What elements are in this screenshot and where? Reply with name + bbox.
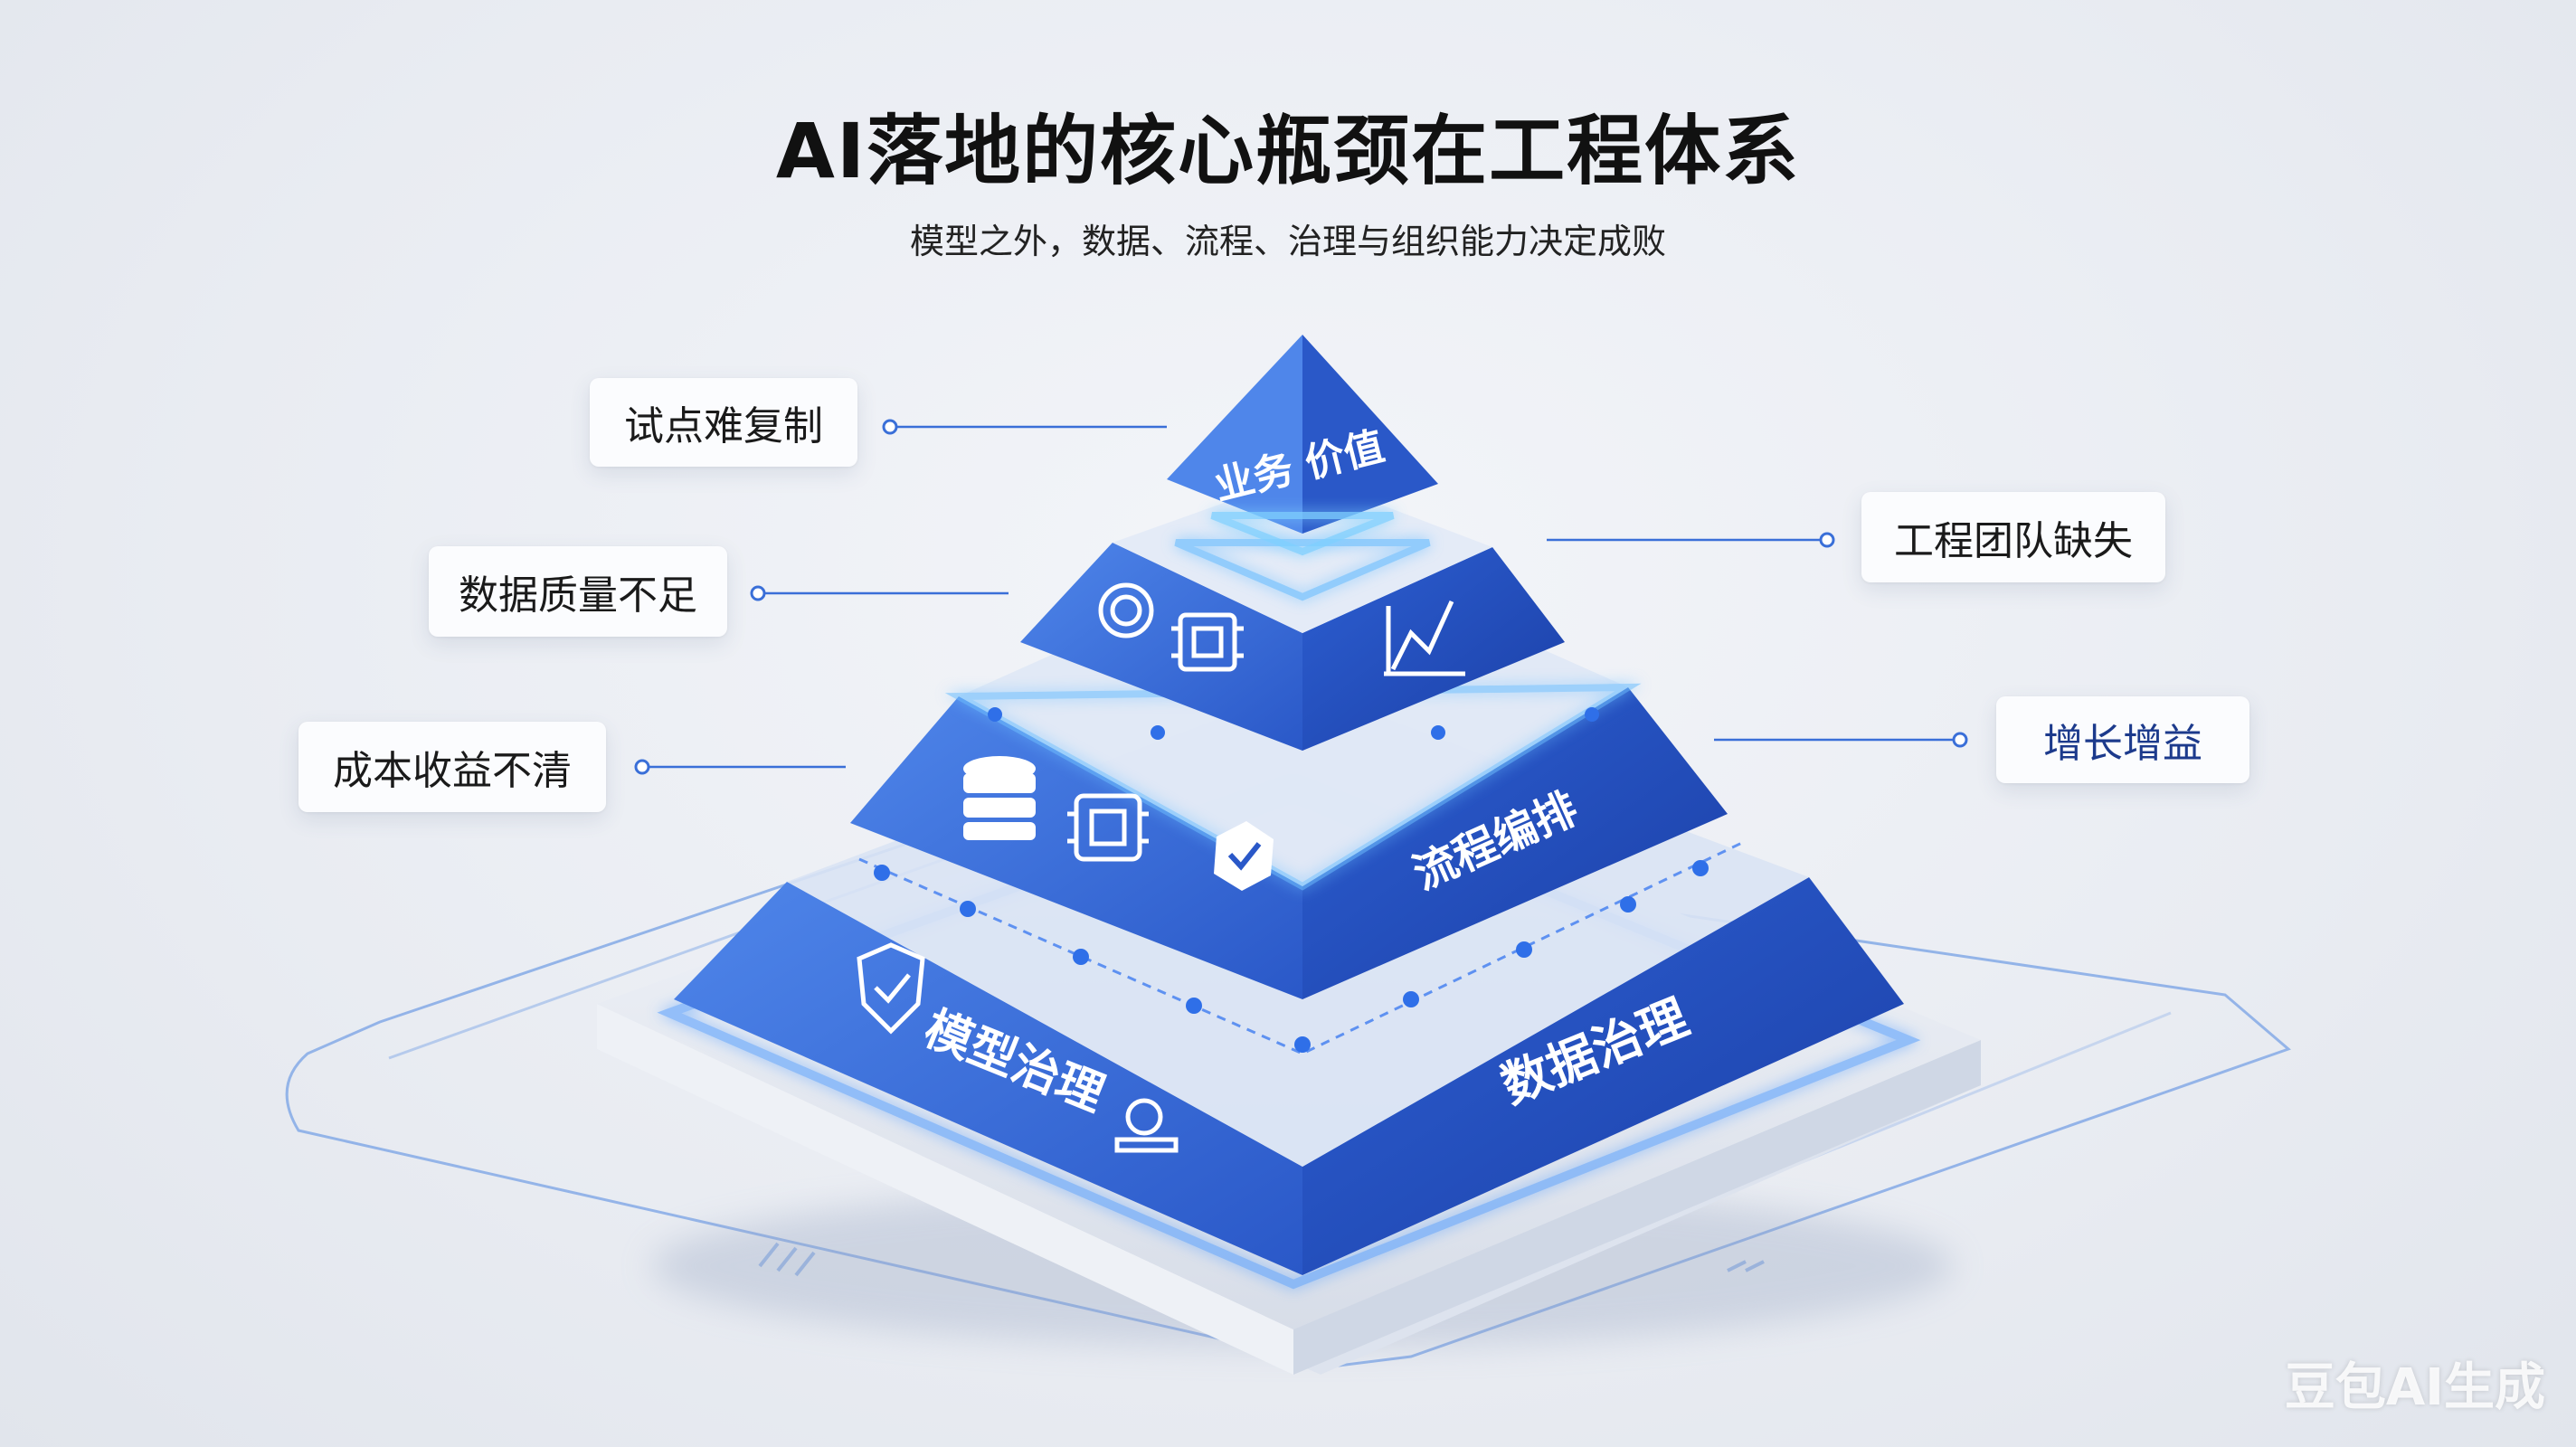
callout-pilot-hard-to-replicate: 试点难复制 xyxy=(590,378,857,467)
page-title: AI落地的核心瓶颈在工程体系 xyxy=(775,107,1801,195)
leader-lines xyxy=(634,419,1968,775)
connector-dots xyxy=(874,860,1709,1053)
database-icon xyxy=(963,756,1036,840)
callout-data-quality: 数据质量不足 xyxy=(429,546,727,637)
callout-growth-gain: 增长增益 xyxy=(1996,696,2249,783)
processor-icon xyxy=(1067,793,1149,862)
chip-icon xyxy=(1171,612,1244,672)
coin-icon xyxy=(1098,582,1154,638)
shield-check-icon xyxy=(857,942,925,1035)
callout-engineering-team: 工程团队缺失 xyxy=(1861,492,2165,582)
page-subtitle: 模型之外，数据、流程、治理与组织能力决定成败 xyxy=(909,222,1666,261)
watermark: 豆包AI生成 xyxy=(2284,1358,2545,1417)
tier-top xyxy=(1167,335,1438,556)
callout-cost-benefit: 成本收益不清 xyxy=(298,722,606,812)
gear-base-icon xyxy=(1114,1098,1179,1153)
trend-chart-icon xyxy=(1384,600,1465,676)
check-hexagon-icon xyxy=(1214,821,1274,891)
connector-dots-upper xyxy=(988,707,1599,740)
